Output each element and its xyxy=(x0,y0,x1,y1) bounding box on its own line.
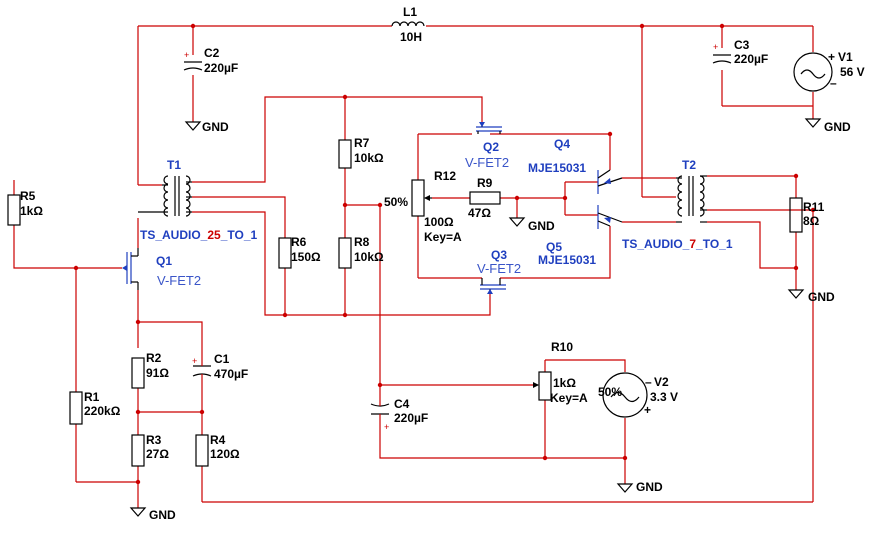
label-V2-plus: + xyxy=(644,403,651,417)
label-T1-model-b: _TO_1 xyxy=(220,228,258,242)
label-Q4-model: MJE15031 xyxy=(528,161,586,175)
voltage-source-V2[interactable] xyxy=(602,372,648,418)
label-Q3-ref: Q3 xyxy=(491,248,507,262)
label-R11-value: 8Ω xyxy=(803,214,820,228)
polarity-marks: + + + + xyxy=(184,42,718,432)
label-gnd-r11: GND xyxy=(808,290,835,304)
capacitor-C1[interactable] xyxy=(192,360,212,382)
svg-text:+: + xyxy=(384,422,389,432)
label-R10-ref: R10 xyxy=(551,340,573,354)
label-Q1-ref: Q1 xyxy=(156,254,172,268)
label-T2-model-n: 7 xyxy=(689,237,696,251)
label-R4-ref: R4 xyxy=(210,433,226,447)
label-Q2-ref: Q2 xyxy=(483,140,499,154)
label-R11-ref: R11 xyxy=(803,200,825,214)
label-gnd-q1: GND xyxy=(149,508,176,522)
label-L1-ref: L1 xyxy=(403,5,417,19)
label-R3-value: 27Ω xyxy=(146,447,169,461)
label-V2-ref: V2 xyxy=(654,375,669,389)
label-C4-ref: C4 xyxy=(394,397,410,411)
label-T1-model-a: TS_AUDIO_ xyxy=(140,228,208,242)
label-Q4-ref: Q4 xyxy=(554,137,570,151)
label-V1-value: 56 V xyxy=(840,65,865,79)
label-C3-value: 220µF xyxy=(734,52,768,66)
label-R10-percent: 50% xyxy=(598,385,622,399)
label-T2-model-a: TS_AUDIO_ xyxy=(622,237,690,251)
transformer-T2[interactable] xyxy=(676,175,707,223)
label-Q3-model: V-FET2 xyxy=(477,261,521,276)
label-R2-value: 91Ω xyxy=(146,366,169,380)
label-R8-ref: R8 xyxy=(354,235,370,249)
label-R7-value: 10kΩ xyxy=(354,151,384,165)
label-T1-model: TS_AUDIO_25_TO_1 xyxy=(140,228,258,242)
ground-symbols xyxy=(129,118,822,517)
fet-Q3[interactable] xyxy=(480,278,506,294)
label-R5-ref: R5 xyxy=(20,189,36,203)
fet-Q2[interactable] xyxy=(476,122,502,134)
capacitor-C2[interactable] xyxy=(183,61,203,71)
label-gnd-v1: GND xyxy=(824,120,851,134)
label-T2-ref: T2 xyxy=(682,158,696,172)
label-R1-ref: R1 xyxy=(84,390,100,404)
label-R6-ref: R6 xyxy=(291,235,307,249)
capacitor-C3[interactable] xyxy=(712,54,732,64)
fet-Q1[interactable] xyxy=(122,248,139,290)
label-R10-key: Key=A xyxy=(550,391,588,405)
bjt-Q5[interactable] xyxy=(597,205,623,229)
label-C3-ref: C3 xyxy=(734,38,750,52)
label-C1-ref: C1 xyxy=(214,352,230,366)
voltage-source-V1[interactable] xyxy=(793,52,833,92)
label-R9-ref: R9 xyxy=(477,176,493,190)
junctions xyxy=(73,23,816,485)
label-R12-value: 100Ω xyxy=(424,215,454,229)
label-R7-ref: R7 xyxy=(354,136,370,150)
label-gnd-c2: GND xyxy=(202,120,229,134)
label-V1-minus: – xyxy=(830,76,837,90)
label-R2-ref: R2 xyxy=(146,351,162,365)
label-R12-percent: 50% xyxy=(384,195,408,209)
label-R10-value: 1kΩ xyxy=(553,376,576,390)
label-Q1-model: V-FET2 xyxy=(157,273,201,288)
label-L1-value: 10H xyxy=(400,30,422,44)
labels: L1 10H C2 220µF GND C3 220µF + V1 56 V –… xyxy=(20,5,865,522)
label-T1-ref: T1 xyxy=(167,158,181,172)
label-C2-value: 220µF xyxy=(204,61,238,75)
label-T2-model-b: _TO_1 xyxy=(695,237,733,251)
label-T2-model: TS_AUDIO_7_TO_1 xyxy=(622,237,733,251)
label-R12-key: Key=A xyxy=(424,230,462,244)
svg-text:+: + xyxy=(184,50,189,60)
svg-text:+: + xyxy=(192,356,197,366)
label-T1-model-n: 25 xyxy=(207,228,221,242)
inductor-L1[interactable] xyxy=(391,21,425,27)
label-Q2-model: V-FET2 xyxy=(465,155,509,170)
label-R5-value: 1kΩ xyxy=(20,204,43,218)
label-R4-value: 120Ω xyxy=(210,447,240,461)
label-C1-value: 470µF xyxy=(214,367,248,381)
label-V1-ref: V1 xyxy=(838,50,853,64)
label-gnd-r9: GND xyxy=(528,219,555,233)
wires xyxy=(13,25,814,508)
label-V2-minus: – xyxy=(645,375,652,389)
label-V1-plus: + xyxy=(828,50,835,64)
label-gnd-v2: GND xyxy=(636,480,663,494)
label-R1-value: 220kΩ xyxy=(84,404,121,418)
capacitor-C4[interactable] xyxy=(370,400,390,424)
svg-text:+: + xyxy=(713,42,718,52)
label-R12-ref: R12 xyxy=(434,169,456,183)
label-C2-ref: C2 xyxy=(204,46,220,60)
label-Q5-model: MJE15031 xyxy=(538,253,596,267)
label-R3-ref: R3 xyxy=(146,433,162,447)
label-Q5-ref: Q5 xyxy=(546,240,562,254)
resistors[interactable] xyxy=(7,139,803,467)
label-R9-value: 47Ω xyxy=(468,206,491,220)
label-R6-value: 150Ω xyxy=(291,250,321,264)
transformer-T1[interactable] xyxy=(138,175,192,217)
bjt-Q4[interactable] xyxy=(597,169,623,194)
label-C4-value: 220µF xyxy=(394,411,428,425)
label-V2-value: 3.3 V xyxy=(650,390,678,404)
label-R8-value: 10kΩ xyxy=(354,250,384,264)
